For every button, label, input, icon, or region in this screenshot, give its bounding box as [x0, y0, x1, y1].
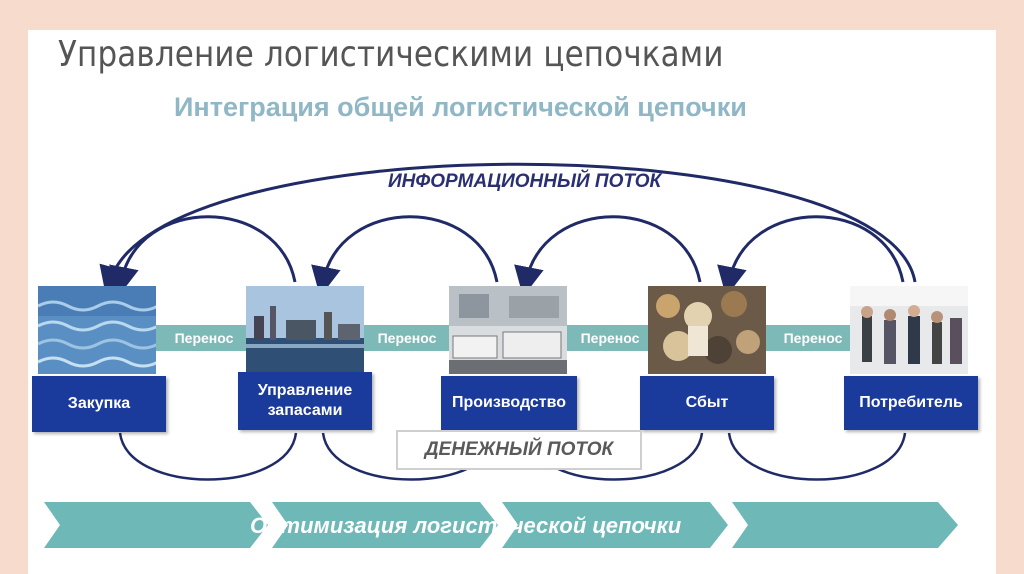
chevron-1	[44, 502, 268, 548]
transfer-label: Перенос	[580, 330, 640, 346]
money-flow-label: ДЕНЕЖНЫЙ ПОТОК	[396, 430, 642, 470]
stage-label: Потребитель	[859, 394, 963, 411]
stage-consumer: Потребитель	[844, 376, 978, 430]
info-arc-1	[109, 215, 297, 297]
info-arc-3	[514, 215, 702, 297]
transfer-label: Перенос	[174, 330, 234, 346]
info-arc-4	[717, 215, 905, 297]
stage-purchase: Закупка	[32, 376, 166, 432]
shoppers-photo	[850, 286, 968, 374]
chevron-3	[502, 502, 728, 548]
stage-sales: Сбыт	[640, 376, 774, 430]
optimization-arrow	[44, 502, 958, 548]
ocean-water-photo	[38, 286, 156, 374]
market-goods-photo	[648, 286, 766, 374]
optimization-label: Оптимизация логистической цепочки	[250, 513, 682, 538]
information-flow-label: ИНФОРМАЦИОННЫЙ ПОТОК	[388, 171, 662, 192]
stage-label: Производство	[451, 394, 567, 411]
slide-subtitle: Интеграция общей логистической цепочки	[174, 92, 747, 122]
stage-inventory-management: Управление запасами	[238, 372, 372, 430]
transfer-band-3: Перенос	[562, 325, 658, 351]
slide: Управление логистическими цепочками Инте…	[28, 30, 996, 574]
transfer-label: Перенос	[377, 330, 437, 346]
slide-title: Управление логистическими цепочками	[58, 34, 724, 75]
stage-production: Производство	[441, 376, 577, 430]
transfer-band-4: Перенос	[765, 325, 861, 351]
money-arc-1	[118, 432, 298, 481]
transfer-label: Перенос	[783, 330, 843, 346]
factory-trucks-photo	[449, 286, 567, 374]
chevron-2	[272, 502, 498, 548]
stage-label: Закупка	[67, 395, 131, 412]
stage-label: Сбыт	[685, 394, 729, 411]
transfer-band-2: Перенос	[359, 325, 455, 351]
info-arc-2	[311, 215, 499, 297]
transfer-band-1: Перенос	[156, 325, 252, 351]
money-arc-4	[727, 432, 907, 481]
stage-label: Управление запасами	[257, 382, 353, 419]
industrial-port-photo	[246, 286, 364, 374]
chevron-4	[732, 502, 958, 548]
